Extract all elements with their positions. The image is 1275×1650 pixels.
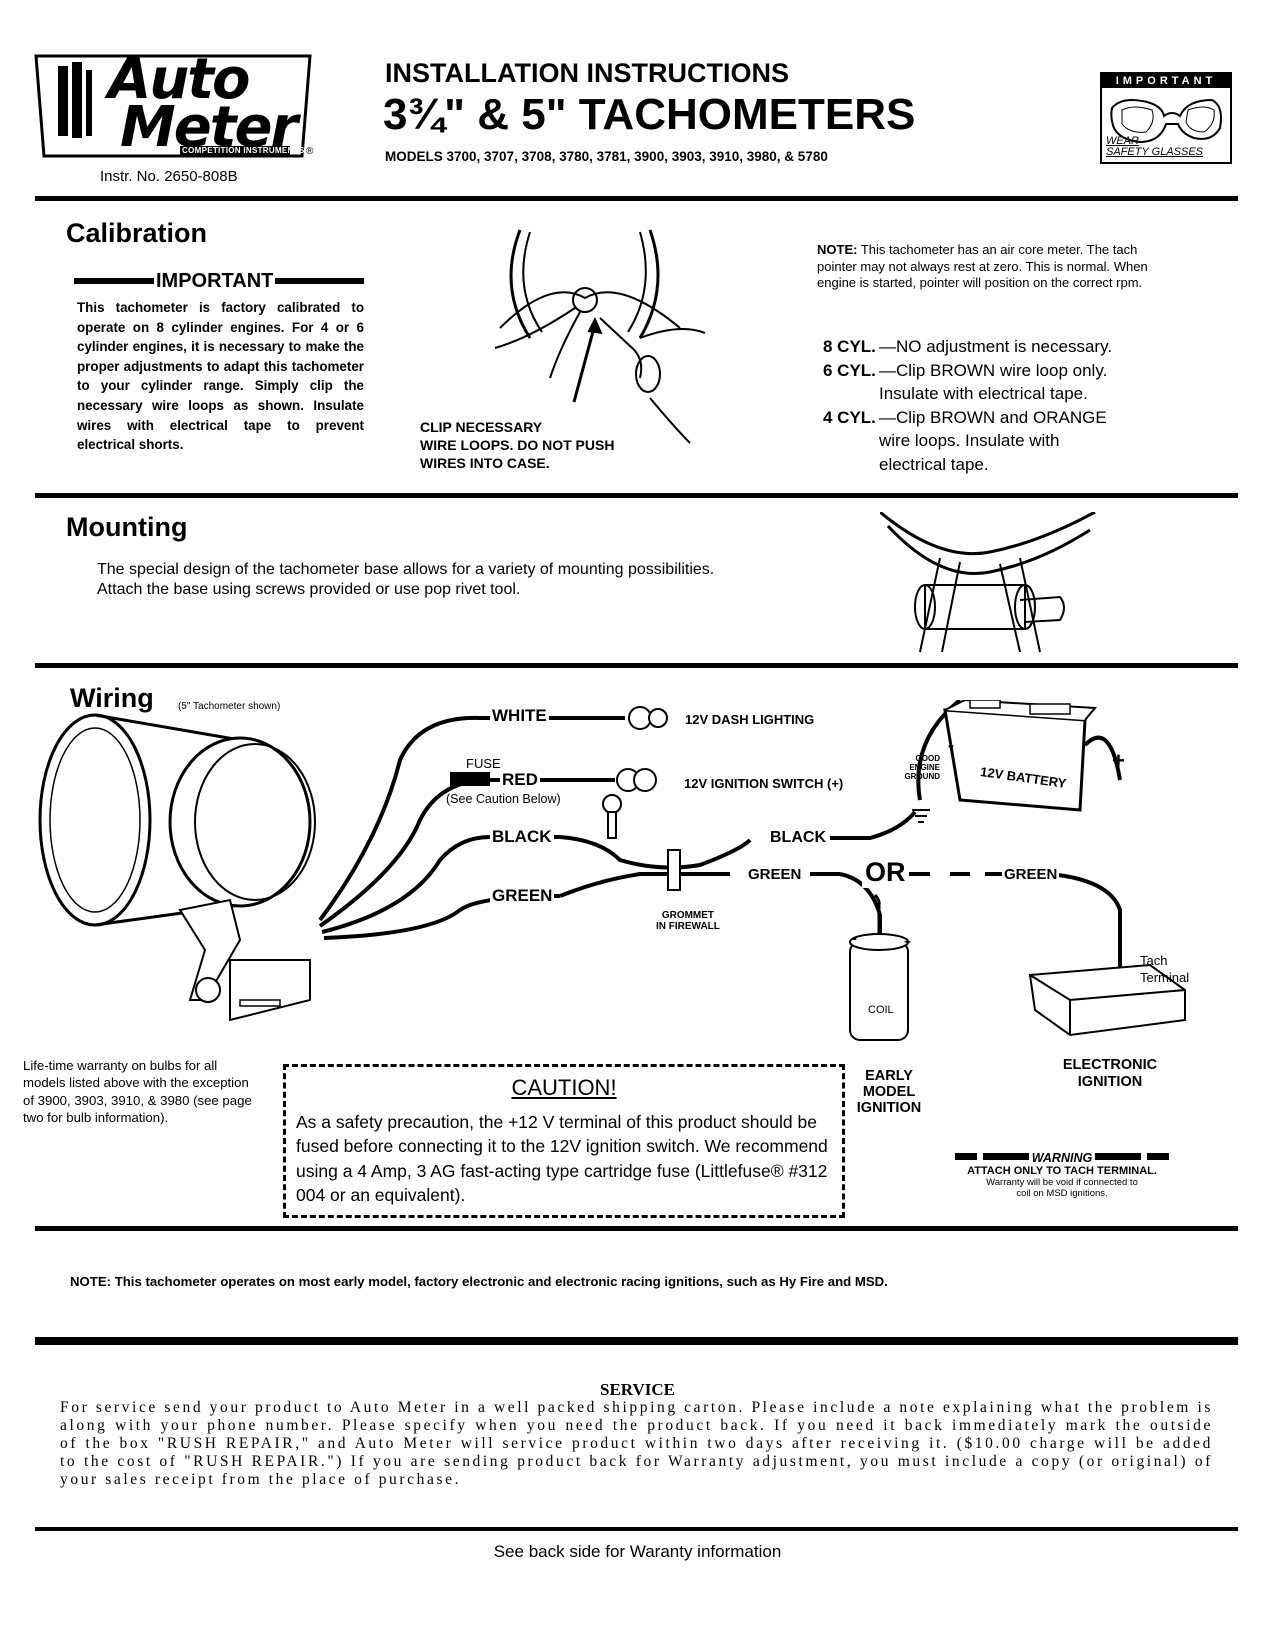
calibration-heading: Calibration <box>66 218 208 248</box>
grommet-label: GROMMET IN FIREWALL <box>656 910 720 932</box>
warning-line-1: ATTACH ONLY TO TACH TERMINAL. <box>967 1165 1157 1177</box>
calibration-text: This tachometer is factory calibrated to… <box>77 300 364 453</box>
mounting-heading: Mounting <box>66 512 188 542</box>
mounting-bracket-illustration <box>880 512 1096 653</box>
dash-lighting-label: 12V DASH LIGHTING <box>685 712 815 727</box>
wire-label-green-right: GREEN <box>1002 866 1060 883</box>
warning-line-2: Warranty will be void if connected to co… <box>986 1177 1138 1199</box>
instruction-number: Instr. No. 2650-808B <box>100 168 238 185</box>
wiring-heading: Wiring <box>70 683 154 713</box>
coil-minus: - <box>852 930 857 947</box>
calibration-divider <box>35 493 1238 498</box>
important-banner: IMPORTANT <box>74 270 364 293</box>
back-side-note: See back side for Waranty information <box>493 1542 782 1561</box>
logo-line-2: Meter <box>120 95 298 160</box>
clip-caption: CLIP NECESSARY WIRE LOOPS. DO NOT PUSH W… <box>420 418 614 472</box>
clip-caption-text: CLIP NECESSARY WIRE LOOPS. DO NOT PUSH W… <box>420 419 615 471</box>
wire-label-red: RED <box>500 770 540 790</box>
cyl-4-label: 4 CYL. <box>823 407 876 427</box>
safety-glasses-icon <box>1110 98 1222 144</box>
service-heading: SERVICE <box>600 1380 675 1399</box>
cyl-8-row: 8 CYL.—NO adjustment is necessary. <box>823 335 1112 359</box>
electronic-ignition-label: ELECTRONIC IGNITION <box>1062 1057 1158 1090</box>
wire-label-black-right: BLACK <box>768 829 828 847</box>
coil-plus: + <box>904 935 912 949</box>
cyl-8-label: 8 CYL. <box>823 337 876 356</box>
registered-mark: ® <box>306 146 314 157</box>
wire-label-black-left: BLACK <box>490 827 554 847</box>
service-top-divider <box>35 1337 1238 1345</box>
wire-label-green-mid: GREEN <box>746 866 804 883</box>
logo-line-1: Auto <box>108 47 250 112</box>
caution-text: As a safety precaution, the +12 V termin… <box>296 1112 828 1206</box>
cyl-4-text: —Clip BROWN and ORANGE wire loops. Insul… <box>879 407 1107 474</box>
warning-banner: WARNING <box>955 1149 1169 1165</box>
page-title: INSTALLATION INSTRUCTIONS <box>385 58 789 88</box>
ignition-switch-label: 12V IGNITION SWITCH (+) <box>684 776 844 791</box>
warning-box: WARNING ATTACH ONLY TO TACH TERMINAL. Wa… <box>955 1149 1169 1199</box>
service-text: For service send your product to Auto Me… <box>60 1399 1213 1488</box>
mounting-text: The special design of the tachometer bas… <box>97 561 715 598</box>
ground-label: GOOD ENGINE GROUND <box>904 754 940 781</box>
cyl-6-label: 6 CYL. <box>823 360 876 380</box>
safety-wear-text: WEAR SAFETY GLASSES <box>1106 135 1204 158</box>
mounting-divider <box>35 663 1238 668</box>
logo-tagline: COMPETITION INSTRUMENTS <box>182 146 305 155</box>
cyl-8-text: —NO adjustment is necessary. <box>879 337 1113 356</box>
bulb-warranty-note: Life-time warranty on bulbs for all mode… <box>23 1058 252 1126</box>
fuse-label: FUSE <box>466 756 501 771</box>
caution-box: CAUTION! As a safety precaution, the +12… <box>283 1064 845 1218</box>
tach-terminal-label: Tach Terminal <box>1140 953 1190 985</box>
safety-glasses-badge: IMPORTANT WEAR SAFETY GLASSES <box>1100 72 1232 164</box>
important-label: IMPORTANT <box>154 270 276 293</box>
compatibility-note: NOTE: This tachometer operates on most e… <box>70 1274 888 1289</box>
wire-label-white: WHITE <box>490 706 549 726</box>
safety-badge-heading: IMPORTANT <box>1102 74 1230 88</box>
coil-label: COIL <box>868 1004 894 1016</box>
battery-plus: + <box>1112 748 1125 773</box>
cyl-6-row: 6 CYL.—Clip BROWN wire loop only. Insula… <box>823 359 1112 406</box>
cyl-6-text: —Clip BROWN wire loop only. Insulate wit… <box>879 360 1108 404</box>
warning-label: WARNING <box>1028 1151 1096 1165</box>
or-label: OR <box>862 857 909 888</box>
header-divider <box>35 196 1238 201</box>
clip-wire-loops-illustration <box>494 229 706 444</box>
note-text: This tachometer has an air core meter. T… <box>817 242 1148 290</box>
cyl-4-row: 4 CYL.—Clip BROWN and ORANGE wire loops.… <box>823 406 1112 477</box>
note-label: NOTE: <box>817 242 858 257</box>
wiring-divider <box>35 1226 1238 1231</box>
wiring-subheading: (5" Tachometer shown) <box>178 701 281 712</box>
caution-heading: CAUTION! <box>511 1075 617 1100</box>
early-model-label: EARLY MODEL IGNITION <box>856 1068 922 1116</box>
calibration-note: NOTE: This tachometer has an air core me… <box>817 242 1169 292</box>
cylinder-adjustments: 8 CYL.—NO adjustment is necessary. 6 CYL… <box>823 335 1112 476</box>
model-list: MODELS 3700, 3707, 3708, 3780, 3781, 390… <box>385 149 828 164</box>
footer-divider <box>35 1527 1238 1531</box>
wire-label-green-left: GREEN <box>490 886 555 906</box>
battery-minus: - <box>948 735 954 755</box>
wiring-diagram <box>38 700 1186 1041</box>
see-caution-note: (See Caution Below) <box>446 792 561 806</box>
product-title: 3¾" & 5" TACHOMETERS <box>383 90 916 139</box>
auto-meter-logo: Auto Meter COMPETITION INSTRUMENTS ® <box>30 47 314 164</box>
